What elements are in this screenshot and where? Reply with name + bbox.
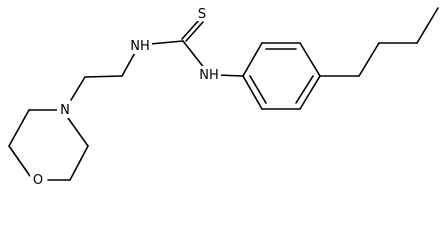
bond-nh-c-left <box>149 40 184 45</box>
atom-morpholine-n: N <box>57 101 73 118</box>
bond-ring-inner-3 <box>249 75 267 104</box>
atom-label-nh-left: NH <box>130 39 150 54</box>
structure-canvas: S NH NH N O <box>8 5 439 188</box>
atom-nh-right: NH <box>197 66 221 83</box>
bond-ring-inner-2 <box>295 75 314 104</box>
bond-morph-6 <box>67 117 89 147</box>
bond-ring-1 <box>242 42 263 77</box>
bond-butyl-4 <box>416 7 439 44</box>
atom-label-s: S <box>198 7 206 22</box>
molecule-diagram: S NH NH N O <box>8 5 439 188</box>
bond-ring-4 <box>299 75 321 110</box>
bond-ch2-n <box>70 76 86 101</box>
atom-label-n: N <box>60 103 70 118</box>
bond-c-nh-right <box>182 40 206 70</box>
bond-morph-3 <box>8 145 31 177</box>
atom-label-nh-right: NH <box>199 68 219 83</box>
atom-label-o: O <box>33 173 43 188</box>
bond-ring-3 <box>299 42 321 77</box>
bond-morph-5 <box>69 145 89 181</box>
atom-nh-left: NH <box>128 37 152 54</box>
atom-sulfur: S <box>196 5 208 22</box>
bond-nh-aryl <box>216 74 244 77</box>
bond-c-s-1 <box>181 19 200 40</box>
bond-morph-2 <box>8 109 30 147</box>
atom-morpholine-o: O <box>30 171 47 188</box>
bond-ring-6 <box>242 75 263 110</box>
bond-butyl-2 <box>358 42 380 77</box>
bond-ch2-ch2 <box>84 75 123 78</box>
bond-c-s-2 <box>185 21 204 42</box>
